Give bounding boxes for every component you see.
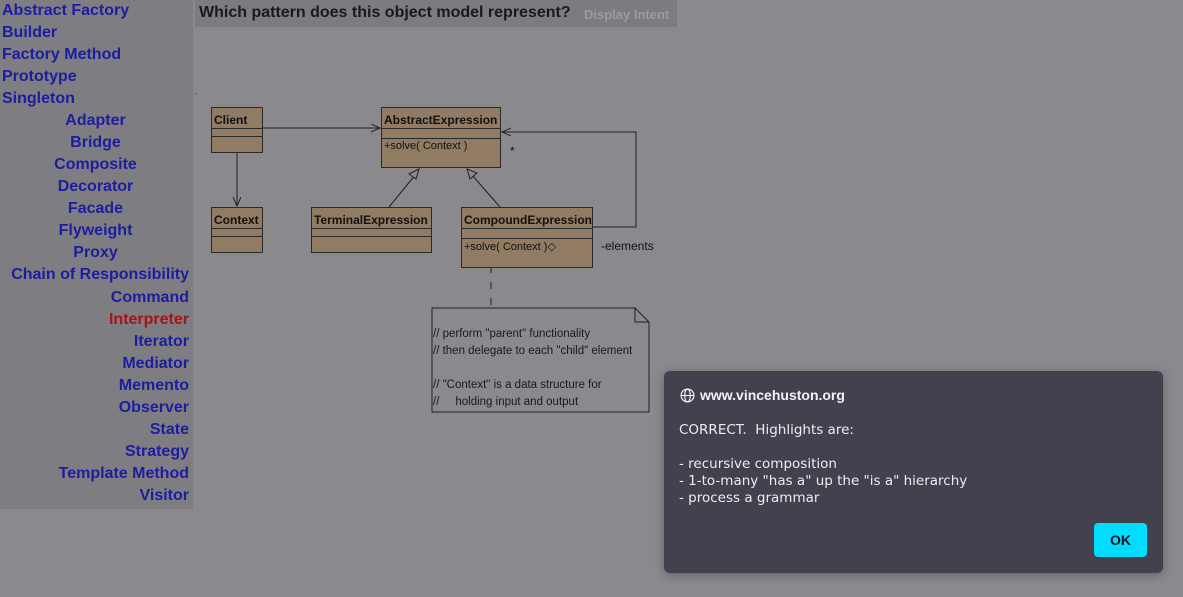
sidebar-item-command[interactable]: Command: [110, 289, 189, 306]
generalization-terminal: [388, 173, 417, 208]
class-abstract-expression: AbstractExpression +solve( Context ): [381, 107, 501, 168]
elements-role-label: -elements: [601, 239, 654, 253]
class-compound-expression-method: +solve( Context )◇: [464, 241, 556, 253]
aggregation-elements: [502, 132, 637, 228]
sidebar-item-facade[interactable]: Facade: [67, 200, 124, 217]
class-terminal-expression-name: TerminalExpression: [314, 213, 428, 227]
sidebar-item-abstract-factory[interactable]: Abstract Factory: [2, 2, 130, 19]
ok-button[interactable]: OK: [1094, 523, 1147, 557]
pattern-sidebar: Abstract Factory Builder Factory Method …: [0, 0, 193, 509]
class-client-name: Client: [214, 113, 248, 127]
sidebar-item-visitor[interactable]: Visitor: [139, 487, 190, 504]
sidebar-item-decorator[interactable]: Decorator: [57, 178, 134, 195]
sidebar-item-mediator[interactable]: Mediator: [122, 355, 189, 372]
sidebar-item-flyweight[interactable]: Flyweight: [58, 222, 133, 239]
class-client: Client: [211, 107, 263, 153]
globe-icon: [680, 388, 695, 403]
sidebar-item-strategy[interactable]: Strategy: [124, 443, 189, 460]
sidebar-item-memento[interactable]: Memento: [118, 377, 189, 394]
class-context-name: Context: [214, 213, 259, 227]
class-context: Context: [211, 207, 263, 253]
generalization-compound: [471, 174, 501, 208]
display-intent-link[interactable]: Display Intent: [584, 7, 670, 22]
sidebar-item-template-method[interactable]: Template Method: [58, 465, 189, 482]
class-terminal-expression: TerminalExpression: [311, 207, 432, 253]
note-shape: [431, 307, 650, 413]
dialog-origin: www.vincehuston.org: [700, 387, 845, 403]
sidebar-item-adapter[interactable]: Adapter: [65, 112, 126, 129]
sidebar-item-chain-of-responsibility[interactable]: Chain of Responsibility: [11, 266, 189, 283]
sidebar-item-factory-method[interactable]: Factory Method: [2, 46, 122, 63]
dialog-message: CORRECT. Highlights are: - recursive com…: [679, 422, 968, 506]
sidebar-item-prototype[interactable]: Prototype: [2, 68, 77, 85]
class-compound-expression: CompoundExpression +solve( Context )◇: [461, 207, 593, 268]
sidebar-item-iterator[interactable]: Iterator: [133, 333, 189, 350]
note-text: // perform "parent" functionality // the…: [433, 328, 633, 408]
sidebar-item-interpreter[interactable]: Interpreter: [108, 311, 189, 328]
generalization-terminal-head: [408, 168, 420, 180]
question-title: Which pattern does this object model rep…: [199, 4, 571, 21]
multiplicity-label: *: [510, 144, 515, 158]
alert-dialog: www.vincehuston.org CORRECT. Highlights …: [664, 371, 1163, 573]
class-compound-expression-name: CompoundExpression: [464, 213, 593, 227]
question-bar: Which pattern does this object model rep…: [195, 0, 677, 27]
class-abstract-expression-method: +solve( Context ): [384, 140, 468, 152]
sidebar-item-proxy[interactable]: Proxy: [73, 244, 118, 261]
sidebar-item-state[interactable]: State: [149, 421, 189, 438]
generalization-compound-head: [466, 168, 478, 180]
sidebar-item-observer[interactable]: Observer: [118, 399, 189, 416]
sidebar-item-bridge[interactable]: Bridge: [70, 134, 121, 151]
sidebar-item-composite[interactable]: Composite: [54, 156, 137, 173]
sidebar-item-singleton[interactable]: Singleton: [2, 90, 75, 107]
class-abstract-expression-name: AbstractExpression: [384, 113, 498, 127]
sidebar-item-builder[interactable]: Builder: [2, 24, 58, 41]
